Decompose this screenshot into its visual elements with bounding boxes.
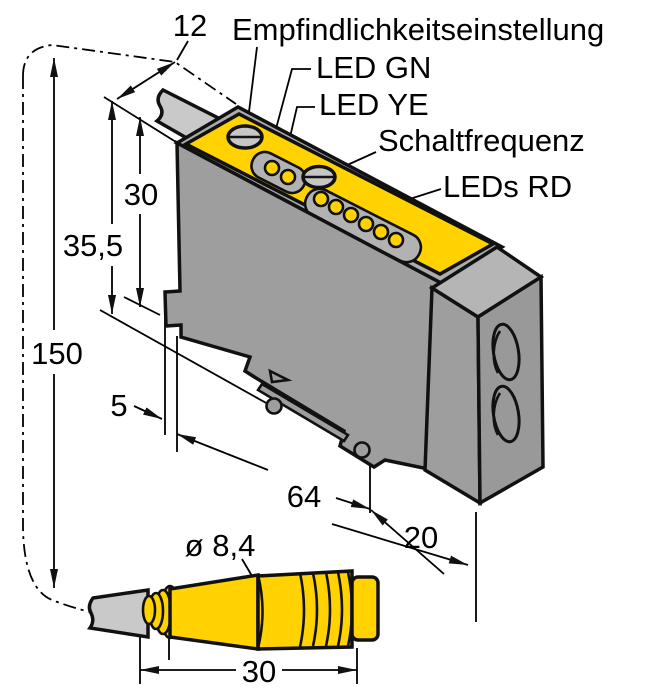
label-sensitivity: Empfindlichkeitseinstellung — [232, 12, 604, 47]
label-leds-rd: LEDs RD — [443, 169, 572, 204]
reference-lines — [22, 44, 477, 684]
dim-label-30-bg — [122, 176, 160, 212]
connector-detail — [86, 569, 380, 652]
leader-12 — [176, 40, 189, 61]
dim-label-150: 150 — [31, 336, 83, 371]
led-rd-holes — [312, 190, 405, 249]
label-switching-frequency: Schaltfrequenz — [378, 123, 585, 158]
connector-cone — [168, 572, 260, 652]
led-ye-hole — [279, 168, 297, 186]
led-gn-hole — [263, 159, 281, 177]
bracket-slot — [256, 382, 350, 443]
dim-label-5: 5 — [110, 388, 127, 423]
connector-end-cap — [350, 575, 380, 642]
fiber-slot-lower-inner — [492, 392, 502, 436]
extension-line-bottom-long — [99, 309, 269, 405]
dim-label-12: 12 — [173, 8, 207, 43]
dim-line-20-right — [331, 523, 469, 566]
dim-label-355: 35,5 — [63, 228, 123, 263]
dim-label-diameter: ø 8,4 — [185, 528, 256, 563]
connector-ribs — [256, 571, 354, 649]
annotation-labels: 12 Empfindlichkeitseinstellung LED GN LE… — [29, 8, 604, 689]
front-block-joint-face — [423, 284, 482, 507]
dim-label-30conn-bg — [236, 652, 282, 688]
leader-connector-diameter — [241, 558, 253, 577]
bracket-hole-rear — [265, 397, 283, 415]
bracket-hole-front — [353, 441, 371, 459]
dim-label-355-bg — [61, 226, 125, 262]
cable-bottom — [86, 587, 150, 640]
dim-label-30: 30 — [124, 177, 158, 212]
label-led-ye: LED YE — [319, 87, 429, 122]
dim-line-20-left — [370, 509, 445, 575]
fiber-slot-upper-inner — [492, 330, 502, 374]
dim-label-64: 64 — [287, 479, 321, 514]
bracket-wedge — [268, 368, 293, 384]
dim-line-64-lower — [335, 497, 371, 510]
dim-line-64-upper — [176, 433, 269, 471]
dim-line-12 — [116, 61, 176, 100]
side-face-with-bracket — [163, 140, 443, 473]
dim-label-64-bg — [281, 477, 327, 513]
extension-line-bottom-30 — [123, 296, 161, 316]
dimension-lines — [50, 58, 469, 674]
dim-label-150-bg — [29, 334, 85, 370]
cable-axis-reference-top — [22, 44, 237, 105]
cable-axis-reference-vertical — [22, 76, 91, 613]
dim-label-30conn: 30 — [242, 654, 276, 689]
dim-label-20: 20 — [404, 520, 438, 555]
label-led-gn: LED GN — [316, 50, 431, 85]
dim-line-5-arrow — [133, 405, 163, 420]
sensor-housing — [154, 87, 545, 507]
